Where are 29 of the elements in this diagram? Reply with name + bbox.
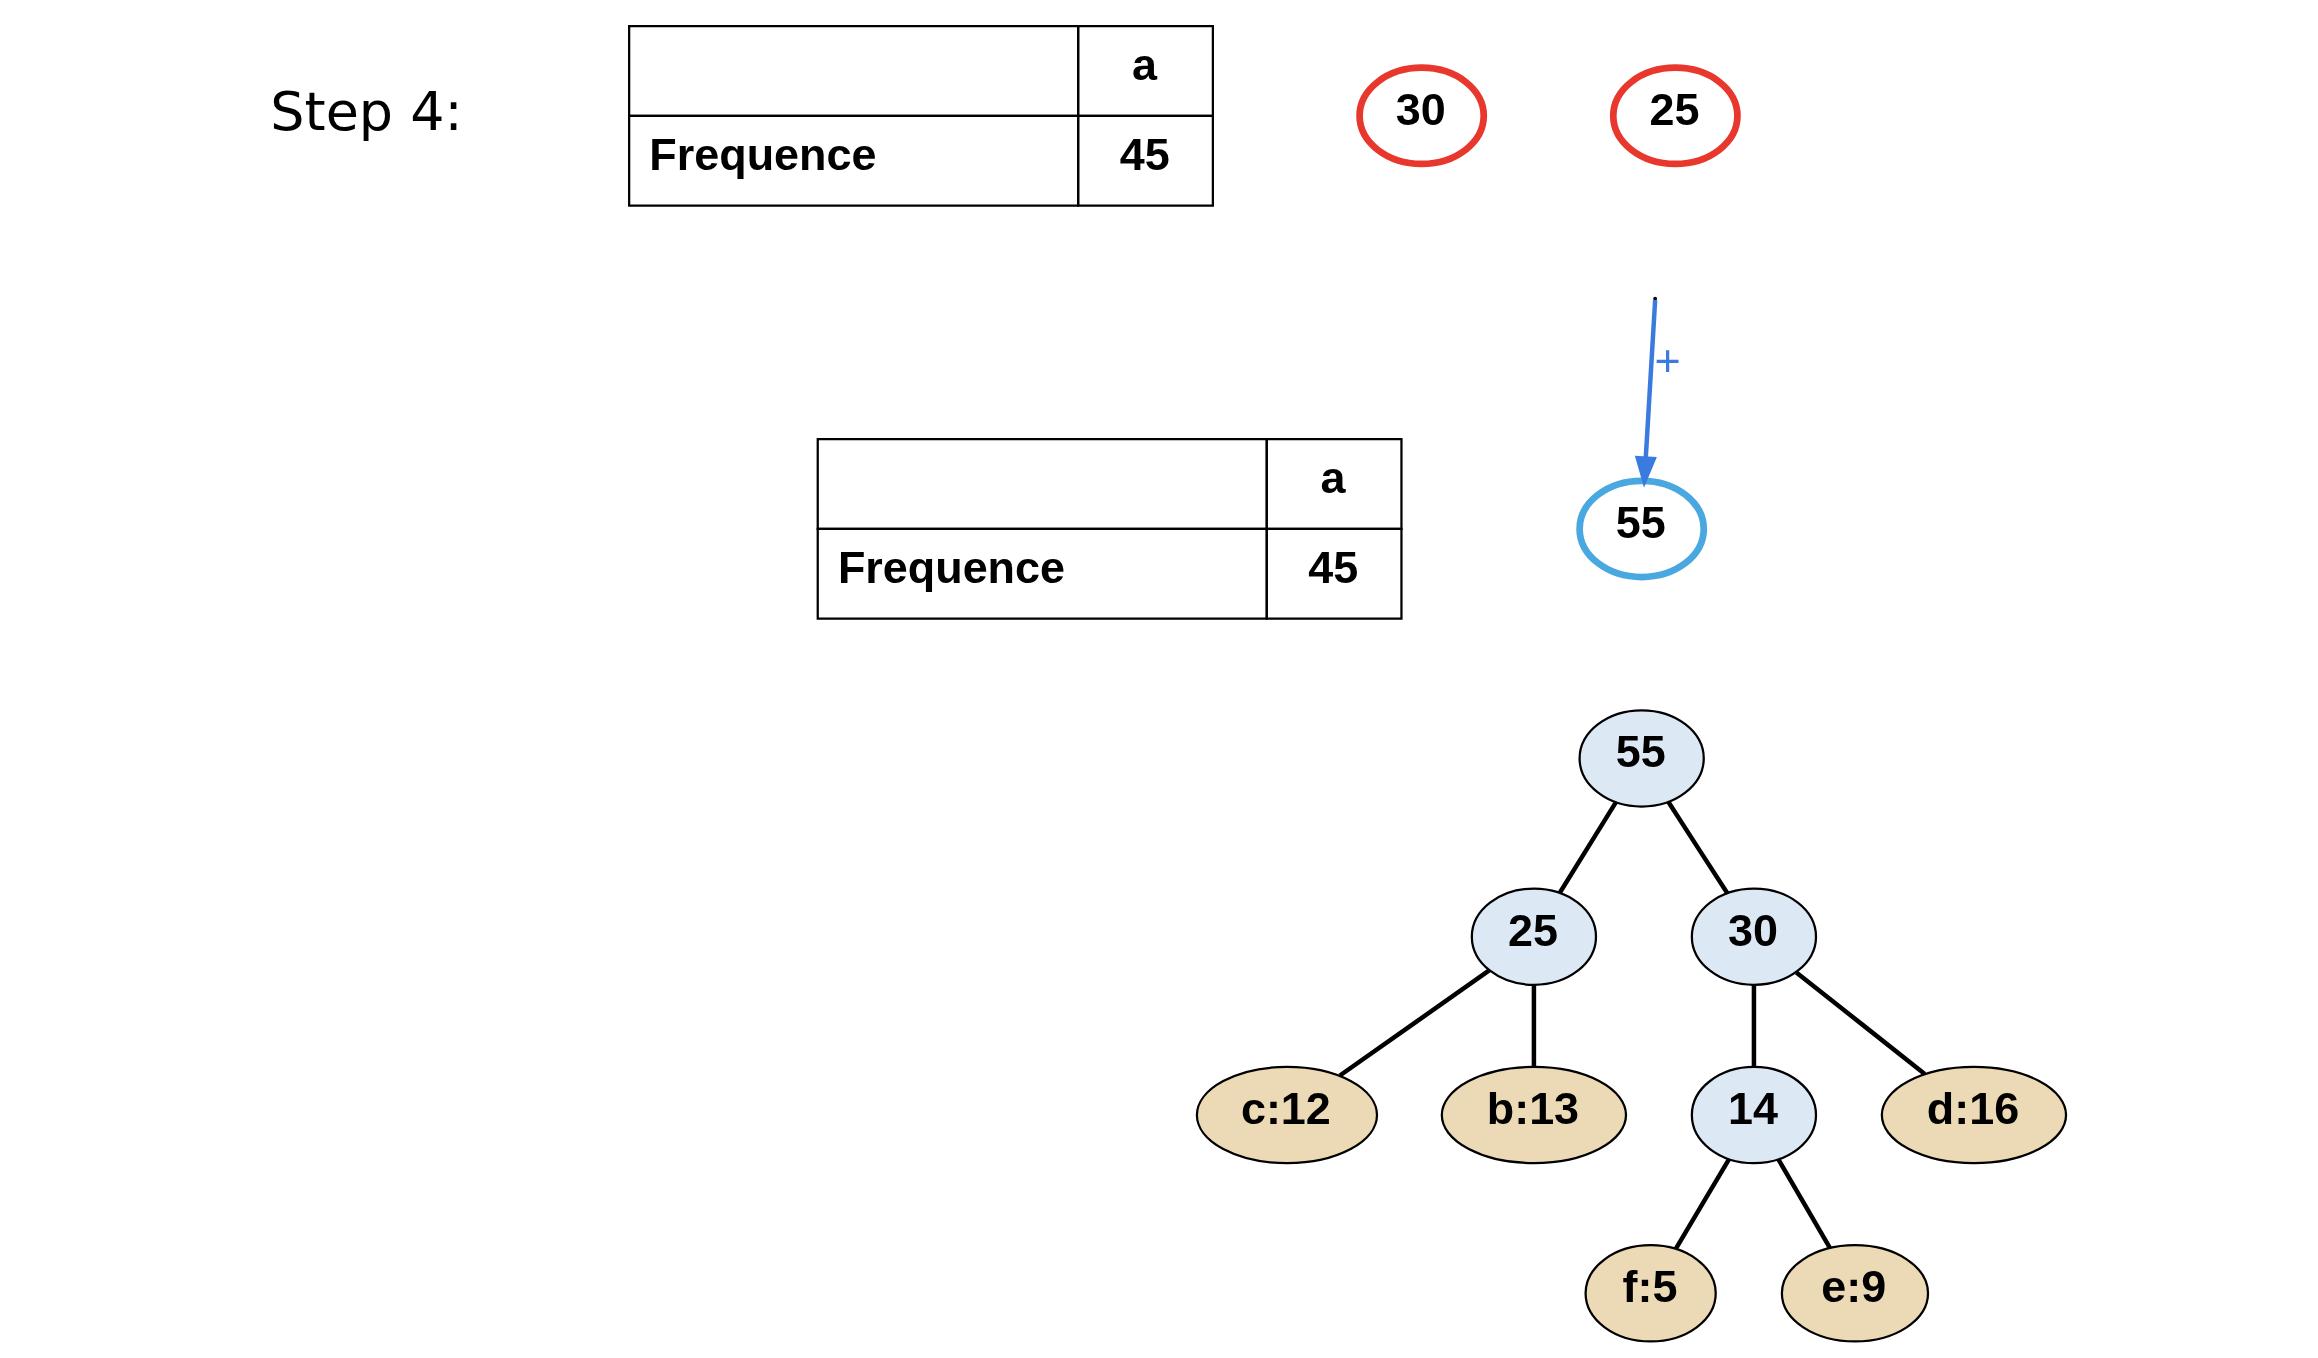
label: Step 4: [270,79,463,143]
node-ellipse: 25 [1470,887,1598,986]
node-ellipse: 25 [1609,64,1741,168]
label: 45 [1119,128,1170,180]
node-ellipse: 55 [1578,709,1705,808]
node-ellipse: 55 [1576,477,1708,581]
connector [1666,800,1730,895]
label: a [1132,38,1158,90]
connector [1557,800,1619,895]
label: Frequence [837,541,1065,593]
connector [1776,1158,1832,1250]
label: a [1320,451,1346,503]
connector [1338,968,1491,1078]
node-ellipse: e:9 [1780,1244,1930,1343]
connector [1531,984,1537,1067]
connector [1794,970,1927,1076]
label: 45 [1308,541,1359,593]
node-ellipse: 30 [1690,887,1818,986]
connector [1673,1158,1731,1250]
node-ellipse: 30 [1356,64,1488,168]
node-ellipse: 14 [1690,1065,1818,1165]
arrow [1634,299,1658,488]
connector [1751,984,1757,1067]
label: Frequence [649,128,877,180]
edge-label: + [1654,335,1681,387]
node-ellipse: c:12 [1195,1065,1379,1165]
node-ellipse: b:13 [1440,1065,1628,1165]
node-ellipse: d:16 [1880,1065,2068,1165]
node-ellipse: f:5 [1584,1244,1717,1343]
